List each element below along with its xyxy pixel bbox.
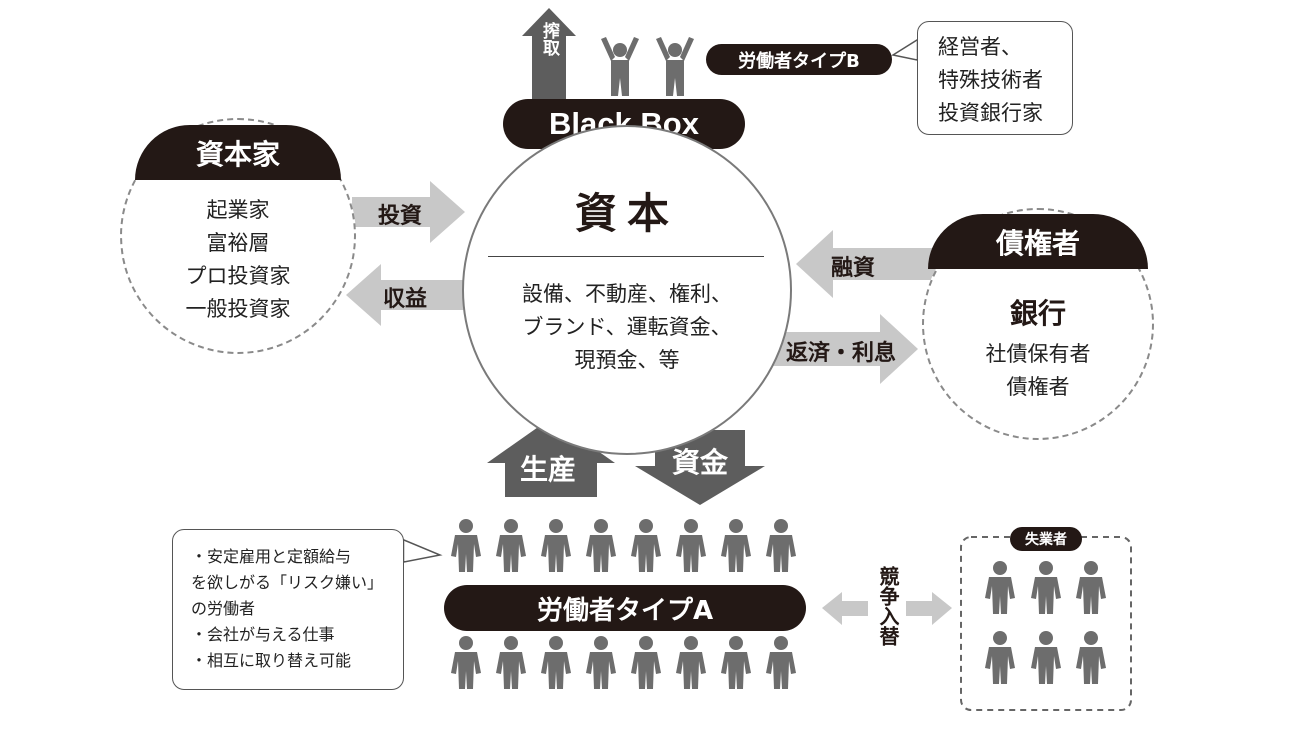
unemployed-people [985, 561, 1106, 684]
unemployed-label: 失業者 [1010, 527, 1082, 551]
capitalist-item: 富裕層 [206, 231, 270, 255]
worker-a-note-line: ・会社が与える仕事 [191, 625, 335, 644]
capital-items: 設備、不動産、権利、 ブランド、運転資金、 現預金、等 [462, 278, 792, 377]
worker-b-people [601, 37, 694, 96]
extract-arrow [522, 8, 576, 100]
repay-label: 返済・利息 [786, 341, 897, 366]
worker-a-note-line: ・相互に取り替え可能 [191, 651, 352, 670]
capital-item-line: 現預金、等 [574, 348, 680, 372]
produce-arrow [487, 418, 615, 497]
invest-arrow [352, 181, 465, 243]
creditor-item: 債権者 [1006, 375, 1070, 399]
creditor-item: 社債保有者 [985, 342, 1091, 366]
capital-title: 資本 [574, 189, 679, 238]
worker-a-note-line: の労働者 [191, 599, 256, 618]
capital-item-line: 設備、不動産、権利、 [522, 282, 732, 306]
produce-label: 生産 [520, 453, 577, 486]
unemployed-box [960, 536, 1132, 711]
compete-arrow [822, 592, 868, 625]
profit-arrow [346, 264, 465, 326]
worker-a-note-line: を欲しがる「リスク嫌い」 [191, 573, 384, 592]
capitalist-list: 起業家 富裕層 プロ投資家 一般投資家 [140, 194, 336, 326]
capitalist-item: プロ投資家 [185, 264, 291, 288]
creditor-main: 銀行 [1009, 297, 1066, 330]
fund-label: 資金 [672, 446, 729, 479]
capital-divider [488, 256, 764, 257]
worker-a-note: ・安定雇用と定額給与 を欲しがる「リスク嫌い」 の労働者 ・会社が与える仕事 ・… [172, 529, 404, 690]
invest-label: 投資 [378, 204, 423, 229]
creditor-title: 債権者 [928, 214, 1148, 269]
compete-label: 競争入替 [876, 566, 900, 646]
loan-label: 融資 [831, 256, 876, 281]
worker-b-label: 労働者タイプB [706, 44, 892, 75]
worker-b-note-line: 経営者、 [938, 35, 1022, 59]
capitalist-item: 起業家 [206, 198, 270, 222]
capital-circle [462, 125, 792, 455]
worker-b-note-line: 特殊技術者 [938, 68, 1043, 92]
worker-b-note-line: 投資銀行家 [938, 101, 1043, 125]
loan-arrow [796, 230, 960, 298]
worker-a-people-bottom [451, 636, 796, 689]
creditor-list: 社債保有者 債権者 [938, 338, 1138, 404]
capital-item-line: ブランド、運転資金、 [522, 315, 732, 339]
worker-a-note-line: ・安定雇用と定額給与 [191, 547, 352, 566]
worker-b-note: 経営者、 特殊技術者 投資銀行家 [917, 21, 1073, 135]
capitalist-item: 一般投資家 [185, 297, 291, 321]
extract-label: 搾取 [539, 22, 559, 56]
capitalist-title: 資本家 [135, 125, 341, 180]
profit-label: 収益 [383, 287, 428, 312]
worker-a-label: 労働者タイプA [444, 585, 806, 631]
worker-a-people-top [451, 519, 796, 572]
repay-arrow [758, 314, 918, 384]
